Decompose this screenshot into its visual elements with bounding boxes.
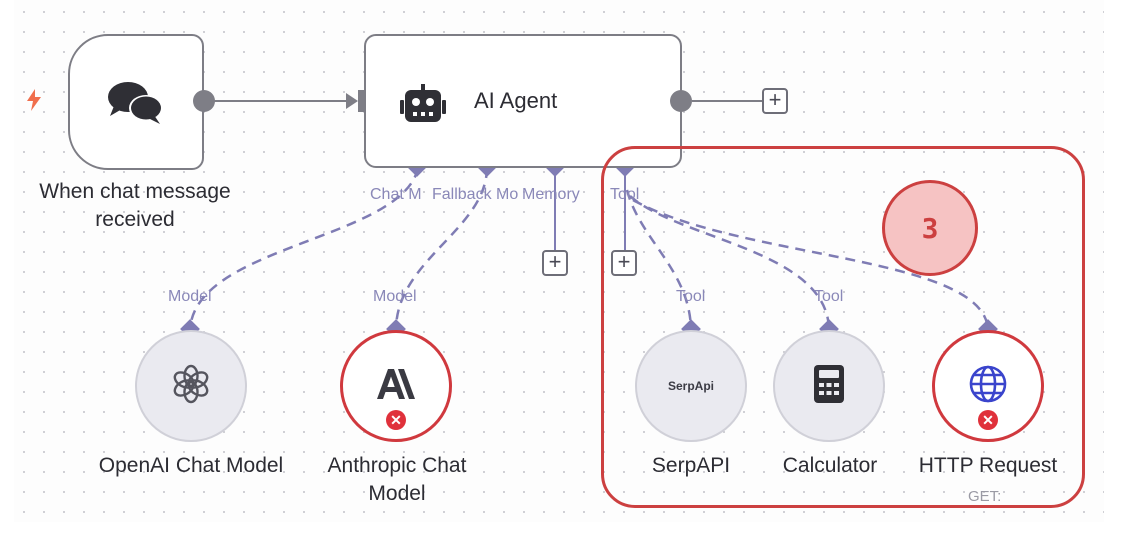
anthropic-title-line2: Model	[368, 482, 426, 505]
connector-label-tool: Tool	[610, 186, 640, 203]
openai-title-line1: OpenAI Chat Model	[98, 454, 284, 477]
calculator-input-label: Tool	[814, 288, 844, 305]
http-request-connection	[632, 198, 990, 331]
connector-label-memory: Memory	[522, 186, 580, 203]
connector-label-chat-model: Chat M	[370, 186, 422, 203]
calculator-title: Calculator	[755, 452, 905, 480]
connector-label-fallback-model: Fallback Mo	[432, 186, 519, 203]
trigger-title-line1: When chat message	[39, 180, 231, 203]
add-tool-button[interactable]: +	[611, 250, 637, 276]
anthropic-error-icon: ✕	[386, 410, 406, 430]
add-next-node-button[interactable]: +	[762, 88, 788, 114]
lightning-icon	[24, 88, 44, 117]
chat-model-connection	[188, 167, 420, 331]
serpapi-title-line1: SerpAPI	[651, 454, 731, 477]
ai-agent-label: AI Agent	[474, 88, 558, 113]
calculator-node[interactable]	[773, 330, 885, 442]
step-number-badge: 3	[882, 180, 978, 276]
robot-icon	[400, 84, 446, 129]
serpapi-icon: SerpApi	[667, 379, 714, 393]
anthropic-input-label: Model	[373, 288, 417, 305]
anthropic-chat-model-node[interactable]	[340, 330, 452, 442]
chat-bubbles-icon	[106, 80, 166, 133]
serpapi-input-label: Tool	[676, 288, 706, 305]
http-request-title-line1: HTTP Request	[918, 454, 1058, 477]
anthropic-title-line1: Anthropic Chat	[327, 454, 467, 477]
anthropic-icon	[375, 367, 417, 406]
trigger-output-handle[interactable]	[193, 90, 215, 112]
calculator-icon	[814, 364, 844, 408]
http-request-subtitle: GET:	[968, 488, 1002, 505]
trigger-title-line2: received	[95, 208, 175, 231]
agent-input-handle	[358, 90, 368, 112]
agent-output-handle[interactable]	[670, 90, 692, 112]
calculator-title-line1: Calculator	[782, 454, 878, 477]
ai-agent-node[interactable]: AI Agent	[364, 34, 682, 168]
openai-input-label: Model	[168, 288, 212, 305]
add-memory-button[interactable]: +	[542, 250, 568, 276]
openai-icon	[171, 364, 211, 409]
http-request-error-icon: ✕	[978, 410, 998, 430]
serpapi-title: SerpAPI	[620, 452, 762, 480]
tools-highlight-box	[601, 146, 1085, 508]
http-request-title: HTTP Request	[900, 452, 1076, 480]
openai-title: OpenAI Chat Model	[80, 452, 302, 480]
globe-icon	[968, 364, 1008, 409]
openai-chat-model-node[interactable]	[135, 330, 247, 442]
serpapi-connection	[625, 189, 693, 331]
calculator-connection	[629, 195, 831, 331]
serpapi-node[interactable]: SerpApi	[635, 330, 747, 442]
trigger-title: When chat message received	[10, 178, 260, 234]
chat-trigger-node[interactable]	[68, 34, 204, 170]
anthropic-title: Anthropic Chat Model	[306, 452, 488, 508]
fallback-model-connection	[394, 167, 489, 331]
main-connection-arrow	[346, 93, 358, 109]
